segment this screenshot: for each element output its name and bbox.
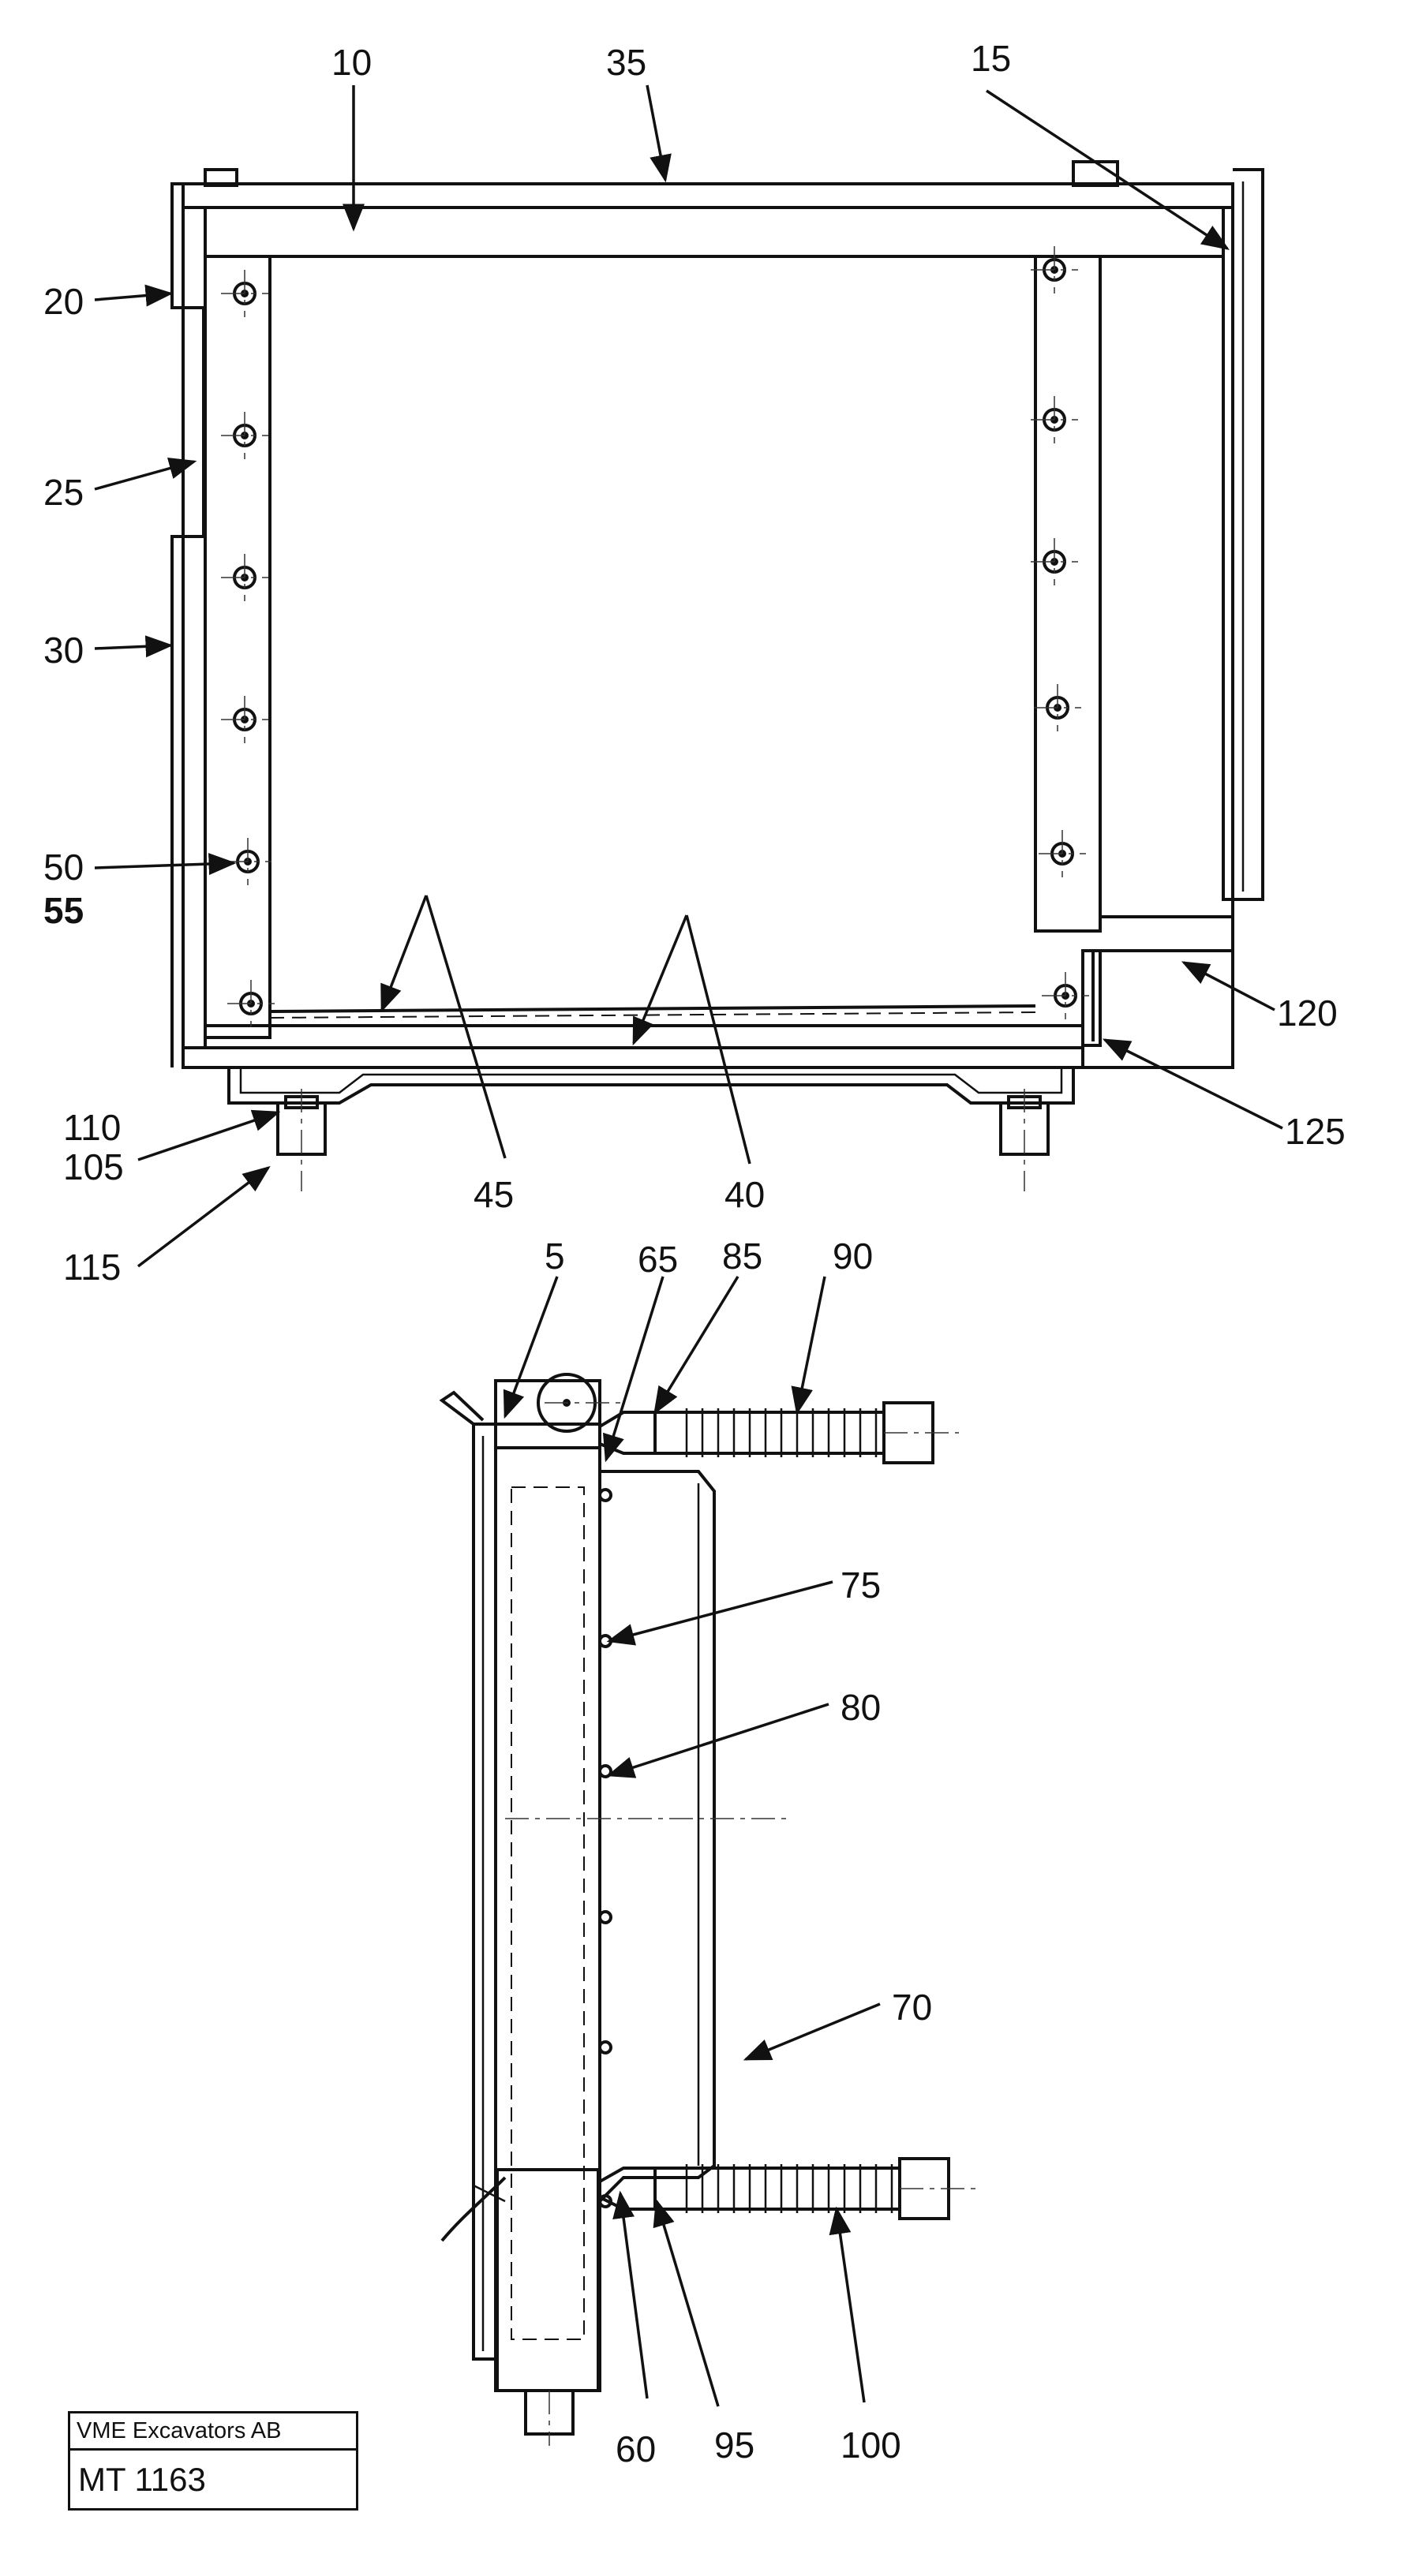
bolt-column-left (221, 270, 275, 1027)
callout-125: 125 (1285, 1111, 1346, 1152)
callout-30: 30 (43, 630, 84, 671)
callout-labels: 10 35 15 20 25 30 50 55 120 125 110 105 … (43, 38, 1346, 2469)
callout-5: 5 (545, 1236, 565, 1277)
callout-115: 115 (63, 1247, 121, 1288)
drawing-number: MT 1163 (78, 2461, 206, 2498)
callout-20: 20 (43, 281, 84, 322)
callout-35: 35 (606, 42, 646, 83)
callout-65: 65 (638, 1239, 678, 1280)
callout-45: 45 (474, 1174, 514, 1215)
callout-50: 50 (43, 847, 84, 888)
callout-85: 85 (722, 1236, 762, 1277)
callout-90: 90 (833, 1236, 873, 1277)
callout-80: 80 (841, 1687, 881, 1728)
leaders-top-view (94, 84, 1283, 1268)
callout-100: 100 (841, 2425, 901, 2466)
callout-15: 15 (971, 38, 1011, 79)
callout-120: 120 (1277, 993, 1338, 1034)
callout-110: 110 (63, 1107, 121, 1148)
callout-105: 105 (63, 1146, 124, 1187)
leaders-side-view (503, 1276, 881, 2407)
callout-95: 95 (714, 2425, 754, 2466)
side-view-radiator (439, 1373, 979, 2446)
callout-40: 40 (724, 1174, 765, 1215)
callout-10: 10 (331, 42, 372, 83)
upper-hose (653, 1401, 959, 1464)
lower-hose (653, 2157, 979, 2220)
callout-60: 60 (616, 2428, 656, 2469)
title-block: VME Excavators AB MT 1163 (68, 2411, 358, 2511)
bolt-column-right (1031, 246, 1089, 1019)
callout-55: 55 (43, 890, 84, 931)
callout-25: 25 (43, 472, 84, 513)
top-view-frame (170, 160, 1264, 1191)
company-name: VME Excavators AB (70, 2413, 356, 2451)
callout-70: 70 (892, 1987, 932, 2028)
callout-75: 75 (841, 1565, 881, 1606)
